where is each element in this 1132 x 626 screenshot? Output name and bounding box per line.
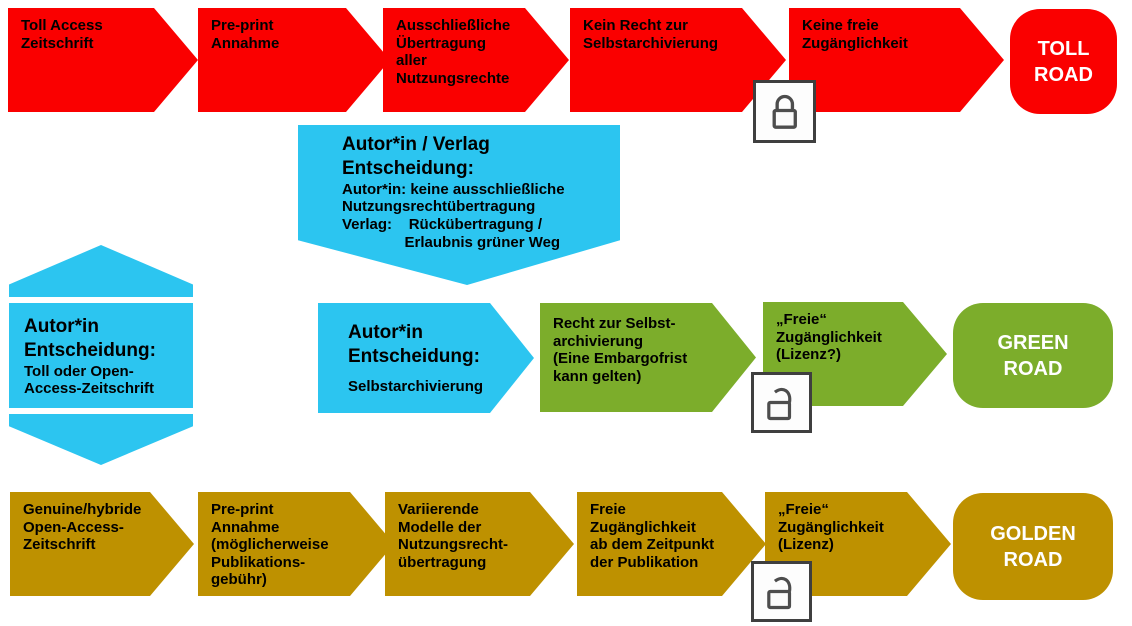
golden-step-3-arrow: Variierende Modelle der Nutzungsrecht- ü… [385,492,574,596]
golden-step-1-label: Genuine/hybride Open-Access- Zeitschrift [23,501,142,554]
decision-hexagon-body: Autor*in Entscheidung: Toll oder Open- A… [9,303,193,408]
green-decision-title: Autor*in Entscheidung: [348,322,480,367]
toll-step-3-arrow: Ausschließliche Übertragung aller Nutzun… [383,8,569,112]
golden-step-4-arrow: Freie Zugänglichkeit ab dem Zeitpunkt de… [577,492,766,596]
toll-step-2-label: Pre-print Annahme [211,17,280,52]
golden-step-1-arrow: Genuine/hybride Open-Access- Zeitschrift [10,492,194,596]
toll-step-1-label: Toll Access Zeitschrift [21,17,103,52]
golden-step-2-label: Pre-print Annahme (möglicherweise Publik… [211,501,329,589]
open-lock-icon-golden [751,561,812,622]
toll-step-3-label: Ausschließliche Übertragung aller Nutzun… [396,17,511,87]
toll-step-2-arrow: Pre-print Annahme [198,8,390,112]
golden-step-4-label: Freie Zugänglichkeit ab dem Zeitpunkt de… [590,501,715,571]
open-lock-icon-green [751,372,812,433]
golden-step-3-label: Variierende Modelle der Nutzungsrecht- ü… [398,501,508,571]
callout-body: Autor*in: keine ausschließliche Nutzungs… [342,180,565,251]
decision-hexagon-top [9,245,193,297]
green-step-1-arrow: Recht zur Selbst- archivierung (Eine Emb… [540,303,756,412]
green-decision-arrow: Autor*in Entscheidung: Selbstarchivierun… [318,303,534,413]
green-step-1-label: Recht zur Selbst- archivierung (Eine Emb… [553,315,688,385]
decision-hexagon-bottom [9,414,193,465]
callout-title: Autor*in / Verlag Entscheidung: [342,134,490,179]
green-decision-subtitle: Selbstarchivierung [348,377,484,395]
golden-step-2-arrow: Pre-print Annahme (möglicherweise Publik… [198,492,394,596]
toll-step-4-arrow: Kein Recht zur Selbstarchivierung [570,8,786,112]
golden-step-5-label: „Freie“ Zugänglichkeit (Lizenz) [778,501,884,554]
decision-hexagon-title: Autor*in Entscheidung: [24,316,156,361]
toll-step-5-label: Keine freie Zugänglichkeit [802,17,908,52]
golden-step-5-arrow: „Freie“ Zugänglichkeit (Lizenz) [765,492,951,596]
decision-hexagon-subtitle: Toll oder Open- Access-Zeitschrift [24,362,155,398]
green-road-endpoint: GREEN ROAD [953,303,1113,408]
publisher-decision-callout: Autor*in / Verlag Entscheidung: Autor*in… [298,125,620,285]
toll-road-label: TOLL ROAD [1034,37,1093,86]
toll-step-4-label: Kein Recht zur Selbstarchivierung [583,17,719,52]
closed-lock-icon [753,80,816,143]
green-road-label: GREEN ROAD [997,331,1069,380]
green-step-2-label: „Freie“ Zugänglichkeit (Lizenz?) [776,311,882,364]
golden-road-label: GOLDEN ROAD [990,522,1076,571]
green-step-2-arrow: „Freie“ Zugänglichkeit (Lizenz?) [763,302,947,406]
golden-road-endpoint: GOLDEN ROAD [953,493,1113,600]
toll-step-1-arrow: Toll Access Zeitschrift [8,8,198,112]
toll-step-5-arrow: Keine freie Zugänglichkeit [789,8,1004,112]
toll-road-endpoint: TOLL ROAD [1010,9,1117,114]
